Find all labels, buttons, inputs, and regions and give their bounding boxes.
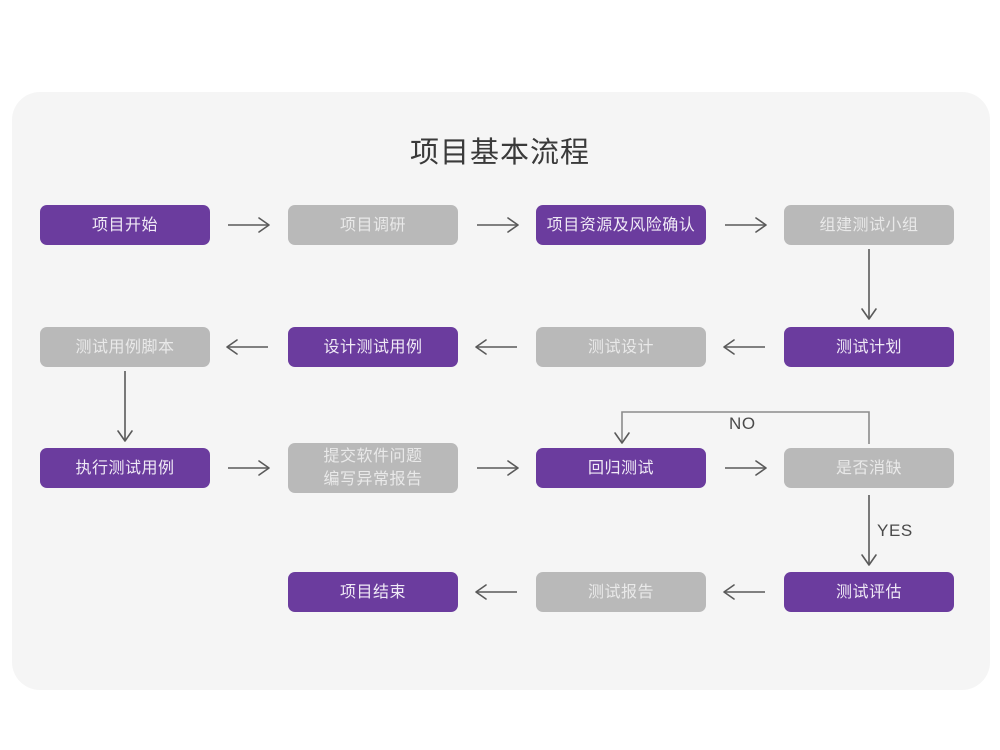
edge-label-no: NO [729, 414, 756, 433]
node-label: 提交软件问题 编写异常报告 [323, 448, 423, 488]
node-defects-cleared[interactable]: 是否消缺 [784, 448, 954, 488]
node-label: 回归测试 [587, 459, 654, 477]
node-label: 项目调研 [339, 216, 406, 234]
node-project-start[interactable]: 项目开始 [40, 205, 210, 245]
node-label: 测试计划 [835, 338, 902, 356]
node-test-report[interactable]: 测试报告 [536, 572, 706, 612]
node-submit-issue-report[interactable]: 提交软件问题 编写异常报告 [288, 443, 458, 493]
node-design-test-cases[interactable]: 设计测试用例 [288, 327, 458, 367]
node-project-research[interactable]: 项目调研 [288, 205, 458, 245]
node-label: 项目结束 [339, 583, 406, 601]
node-test-plan[interactable]: 测试计划 [784, 327, 954, 367]
node-test-design[interactable]: 测试设计 [536, 327, 706, 367]
node-test-case-script[interactable]: 测试用例脚本 [40, 327, 210, 367]
node-label: 测试评估 [835, 583, 902, 601]
node-label: 设计测试用例 [323, 338, 423, 356]
node-project-end[interactable]: 项目结束 [288, 572, 458, 612]
node-label: 测试设计 [587, 338, 654, 356]
node-test-evaluation[interactable]: 测试评估 [784, 572, 954, 612]
node-regression-test[interactable]: 回归测试 [536, 448, 706, 488]
page-title: 项目基本流程 [409, 137, 590, 169]
node-label: 测试用例脚本 [75, 338, 175, 356]
node-label: 项目开始 [91, 216, 158, 234]
node-label: 组建测试小组 [819, 216, 919, 234]
node-label: 测试报告 [587, 583, 654, 601]
edge-label-yes: YES [877, 521, 913, 540]
node-build-test-team[interactable]: 组建测试小组 [784, 205, 954, 245]
node-label: 是否消缺 [835, 459, 902, 477]
node-label: 执行测试用例 [75, 459, 175, 477]
node-resource-risk-confirm[interactable]: 项目资源及风险确认 [536, 205, 706, 245]
node-label: 项目资源及风险确认 [546, 216, 696, 234]
node-execute-test-cases[interactable]: 执行测试用例 [40, 448, 210, 488]
